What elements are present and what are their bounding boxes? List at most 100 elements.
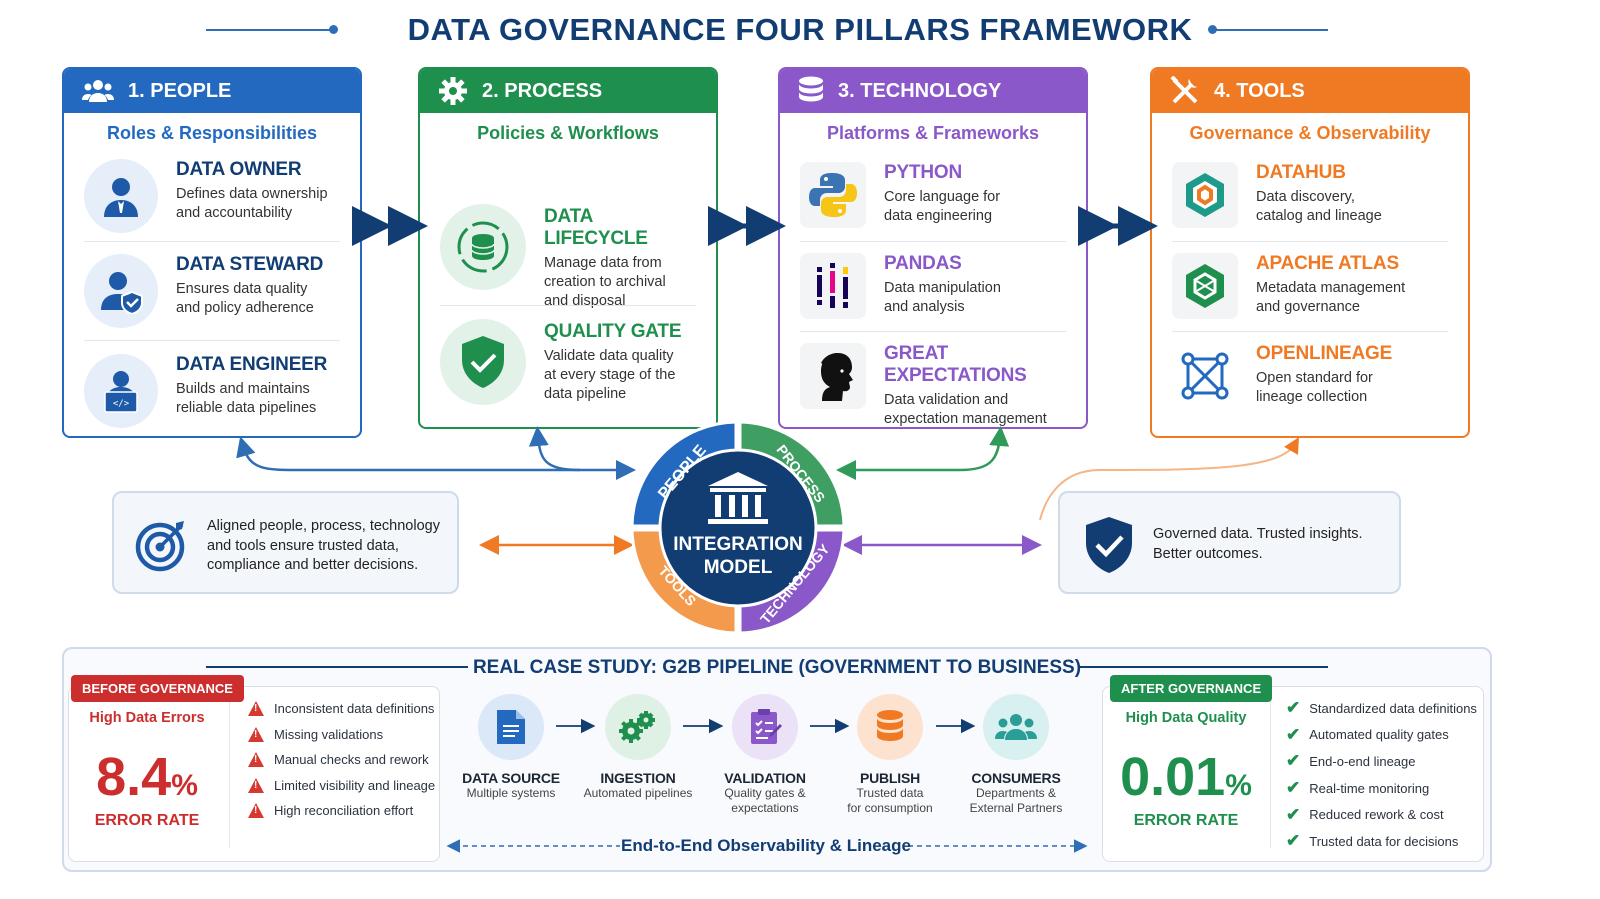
before-headline: High Data Errors — [89, 710, 205, 726]
target-icon — [135, 521, 185, 572]
item-title: PYTHON — [884, 162, 962, 183]
hub-title-line2: MODEL — [704, 557, 773, 578]
item-title: QUALITY GATE — [544, 321, 682, 342]
item-desc: Core language for — [884, 189, 1001, 205]
warning-icon: ! — [248, 777, 264, 793]
after-error-rate-value: 0.01% — [1104, 746, 1268, 808]
step-desc: Departments & — [975, 786, 1057, 800]
after-governance-badge: AFTER GOVERNANCE — [1110, 675, 1273, 702]
page-title: DATA GOVERNANCE FOUR PILLARS FRAMEWORK — [407, 12, 1193, 47]
before-divider — [229, 698, 230, 848]
after-divider — [1270, 698, 1271, 848]
item-desc: and governance — [1256, 299, 1360, 315]
step-title: PUBLISH — [859, 770, 921, 786]
after-panel — [1102, 686, 1484, 862]
issue-text: Missing validations — [274, 726, 384, 742]
item-desc: Defines data ownership — [176, 186, 328, 202]
item-title: OPENLINEAGE — [1256, 343, 1393, 364]
pillar-technology-header: 3. TECHNOLOGY — [780, 69, 1086, 113]
title-dot-left — [329, 25, 338, 34]
benefit-item: ✔Automated quality gates — [1286, 722, 1477, 749]
pillar-people-subtitle: Roles & Responsibilities — [106, 123, 318, 143]
step-desc: Quality gates & — [724, 786, 806, 800]
step-desc: Trusted data — [856, 786, 924, 800]
divider — [84, 340, 340, 341]
pillar-tools-header: 4. TOOLS — [1152, 69, 1468, 113]
issue-item: !High reconciliation effort — [248, 798, 435, 824]
divider — [1172, 331, 1448, 332]
benefit-item: ✔End-o-end lineage — [1286, 748, 1477, 775]
issue-text: Inconsistent data definitions — [274, 701, 435, 717]
shield-check-icon — [1086, 517, 1132, 573]
process-item-quality-gate: QUALITY GATE Validate data quality at ev… — [440, 319, 696, 405]
pillar-process: 2. PROCESS Policies & Workflows DATA LIF… — [418, 67, 718, 429]
user-tie-icon — [84, 159, 158, 233]
divider — [1172, 241, 1448, 242]
pillar-people-heading: 1. PEOPLE — [128, 79, 232, 102]
pipeline-step-validation: VALIDATION Quality gates & expectations — [700, 694, 830, 816]
after-benefits-list: ✔Standardized data definitions ✔Automate… — [1286, 695, 1477, 855]
item-desc: and accountability — [176, 205, 293, 221]
before-issues-list: ! Inconsistent data definitions ! Missing … — [248, 696, 435, 824]
benefit-item: ✔Standardized data definitions — [1286, 695, 1477, 722]
item-desc: data engineering — [884, 208, 993, 224]
warning-icon: ! — [248, 701, 264, 717]
pandas-logo-icon — [800, 253, 866, 319]
check-icon: ✔ — [1286, 724, 1301, 744]
benefit-text: End-o-end lineage — [1309, 753, 1416, 769]
pillar-people: 1. PEOPLE Roles & Responsibilities DATA … — [62, 67, 362, 438]
item-title: DATA STEWARD — [176, 254, 324, 275]
before-error-rate-value: 8.4% — [68, 746, 226, 808]
pillar-process-header: 2. PROCESS — [420, 69, 716, 113]
technology-item-great-expectations: GREAT EXPECTATIONS Data validation and e… — [800, 343, 1066, 427]
check-icon: ✔ — [1286, 778, 1301, 798]
people-item-data-owner: DATA OWNER Defines data ownership and ac… — [84, 159, 340, 233]
item-title: GREAT EXPECTATIONS — [884, 343, 1027, 386]
item-desc: expectation management — [884, 411, 1047, 427]
step-title: VALIDATION — [724, 770, 806, 786]
after-headline: High Data Quality — [1125, 710, 1247, 726]
warning-icon: ! — [248, 752, 264, 768]
shield-check-icon — [440, 319, 526, 405]
outcome-note-line: Better outcomes. — [1153, 545, 1263, 562]
benefit-item: ✔Reduced rework & cost — [1286, 801, 1477, 828]
item-desc: Manage data from — [544, 255, 662, 271]
after-value: 0.01 — [1120, 747, 1226, 807]
issue-item: ! Manual checks and rework — [248, 747, 435, 773]
tools-item-openlineage: OPENLINEAGE Open standard for lineage co… — [1172, 343, 1448, 409]
user-shield-icon — [84, 254, 158, 328]
item-desc: Open standard for — [1256, 370, 1373, 386]
item-desc: Data validation and — [884, 392, 1009, 408]
issue-item: ! Inconsistent data definitions — [248, 696, 435, 722]
item-desc: and analysis — [884, 299, 965, 315]
title-line-right — [1214, 29, 1328, 31]
benefit-item: ✔Trusted data for decisions — [1286, 828, 1477, 855]
step-desc: expectations — [731, 801, 799, 815]
pillar-people-header: 1. PEOPLE — [64, 69, 360, 113]
database-icon — [799, 76, 823, 102]
pillar-technology-subtitle: Platforms & Frameworks — [826, 123, 1040, 143]
step-desc: External Partners — [969, 801, 1063, 815]
item-desc: catalog and lineage — [1256, 208, 1382, 224]
tools-item-apache-atlas: APACHE ATLAS Metadata management and gov… — [1172, 253, 1448, 319]
step-title: DATA SOURCE — [462, 770, 560, 786]
benefit-text: Standardized data definitions — [1309, 700, 1477, 716]
issue-text: Manual checks and rework — [274, 752, 429, 768]
benefit-text: Reduced rework & cost — [1309, 807, 1444, 823]
item-desc: Builds and maintains — [176, 381, 310, 397]
item-desc: Validate data quality — [544, 348, 674, 364]
datahub-logo-icon — [1172, 162, 1238, 228]
benefit-item: ✔Real-time monitoring — [1286, 775, 1477, 802]
technology-item-pandas: PANDAS Data manipulation and analysis — [800, 253, 1066, 319]
before-value: 8.4 — [96, 747, 172, 807]
technology-item-python: PYTHON Core language for data engineerin… — [800, 162, 1066, 228]
step-desc: Multiple systems — [466, 786, 556, 800]
gears-icon — [605, 694, 671, 760]
item-desc: Ensures data quality — [176, 281, 308, 297]
people-item-data-engineer: </> DATA ENGINEER Builds and maintains r… — [84, 354, 340, 428]
after-unit: % — [1225, 769, 1252, 802]
item-title: DATAHUB — [1256, 162, 1346, 183]
before-error-rate-label: ERROR RATE — [94, 812, 200, 829]
tools-icon — [1170, 76, 1198, 104]
alignment-note-line: Aligned people, process, technology — [207, 518, 440, 534]
